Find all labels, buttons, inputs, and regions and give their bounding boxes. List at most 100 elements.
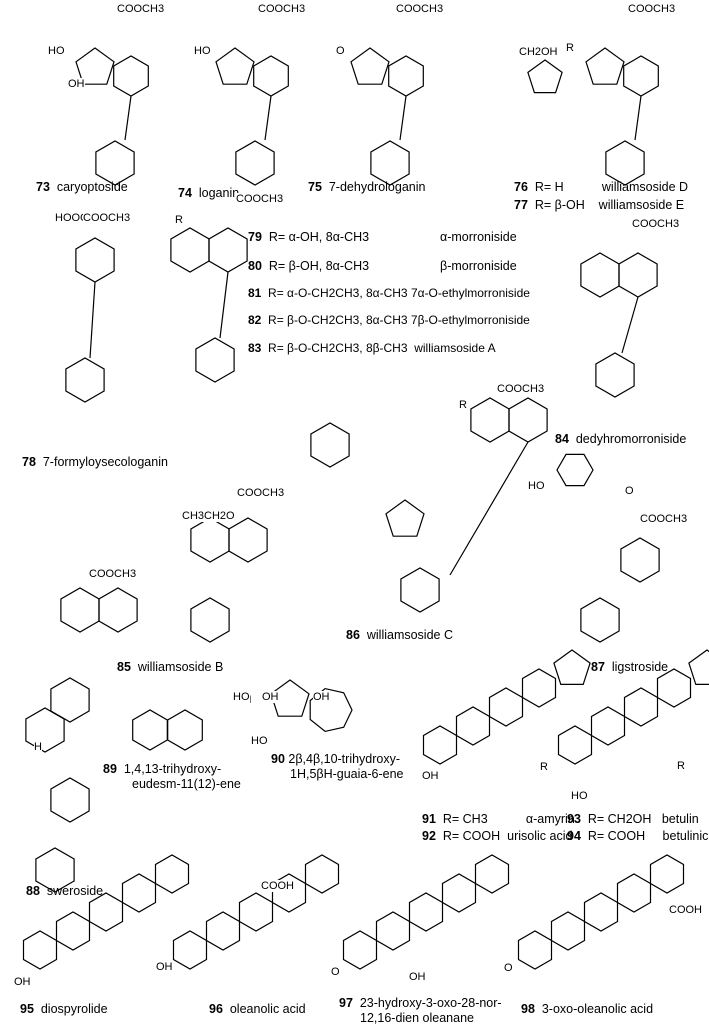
compound-r-group: R= β-O-CH2CH3, 8β-CH3: [268, 341, 408, 355]
name-97-line2: 12,16-dien oleanane: [360, 1011, 474, 1025]
compound-r-group: R= α-O-CH2CH3, 8α-CH3: [268, 286, 408, 300]
compound-number: 80: [248, 259, 262, 273]
compound-name: ligstroside: [611, 660, 669, 674]
cyclohexane-ring: [172, 930, 208, 970]
label-96: 96 oleanolic acid: [209, 1002, 306, 1016]
compound-r-group: R= H: [534, 180, 564, 194]
dihydropyran-ring: [75, 237, 115, 283]
dihydropyran-ring: [620, 537, 660, 583]
label-85: 85 williamsoside B: [117, 660, 223, 674]
glycosidic-bond: [449, 441, 529, 576]
compound-number: 97: [339, 996, 353, 1010]
dihydropyran-ring: [508, 397, 548, 443]
glycosidic-bond: [264, 95, 272, 141]
cyclohexane-ring: [132, 709, 168, 751]
pyran-ring: [170, 227, 210, 273]
cyclohexane-ring: [441, 873, 477, 913]
cyclohexane-ring: [375, 911, 411, 951]
atom-label-ho: HO: [194, 45, 211, 57]
label-79: 79 R= α-OH, 8α-CH3: [248, 230, 369, 244]
glucose-ring: [95, 140, 135, 186]
pyran-ring: [470, 397, 510, 443]
lactone-ring: [25, 707, 65, 753]
dihydropyran-ring: [60, 587, 100, 633]
label-97: 97 23-hydroxy-3-oxo-28-nor-: [339, 996, 502, 1010]
name-90-line2: 1H,5βH-guaia-6-ene: [290, 767, 404, 781]
compound-name: 3-oxo-oleanolic acid: [541, 1002, 654, 1016]
label-91: 91 R= CH3 α-amyrin: [422, 812, 575, 826]
compound-number: 82: [248, 313, 262, 327]
label-87: 87 ligstroside: [591, 660, 668, 674]
atom-label-r: R: [459, 399, 467, 411]
compound-number: 90: [271, 752, 285, 766]
compound-name: williamsoside A: [414, 341, 496, 355]
fructose-ring: [385, 499, 425, 537]
cyclopentane-ring: [585, 47, 625, 85]
glycosidic-bond: [621, 296, 639, 354]
atom-label-o: O: [336, 45, 345, 57]
dihydropyran-ring: [208, 227, 248, 273]
atom-label-ch3ch2o: CH3CH2O: [182, 510, 235, 522]
cyclohexane-ring: [205, 911, 241, 951]
atom-label-o: O: [504, 962, 513, 974]
compound-number: 78: [22, 455, 36, 469]
compound-name: caryoptoside: [56, 180, 128, 194]
compound-number: 92: [422, 829, 436, 843]
compound-name: dedyhromorroniside: [575, 432, 687, 446]
cyclohexane-ring: [649, 854, 685, 894]
cyclohexane-ring: [474, 854, 510, 894]
compound-number: 88: [26, 884, 40, 898]
cyclohexane-ring: [422, 725, 458, 765]
compound-r-group: R= CH3: [442, 812, 488, 826]
furanose-ring: [527, 59, 563, 94]
compound-name: diospyrolide: [40, 1002, 108, 1016]
atom-label-o: O: [331, 966, 340, 978]
label-73: 73 caryoptoside: [36, 180, 128, 194]
compound-number: 77: [514, 198, 528, 212]
atom-label-cooch3: COOCH3: [258, 3, 306, 15]
label-92: 92 R= COOH urisolic acid: [422, 829, 572, 843]
atom-label-oh: OH: [313, 691, 330, 703]
atom-label-r: R: [540, 761, 548, 773]
cyclohexane-ring: [304, 854, 340, 894]
label-84: 84 dedyhromorroniside: [555, 432, 686, 446]
dihydropyran-ring: [618, 252, 658, 298]
glucose-ring: [50, 677, 90, 723]
compound-r-group: R= COOH: [442, 829, 501, 843]
name-79: α-morroniside: [440, 230, 517, 244]
label-90: 90 2β,4β,10-trihydroxy-: [271, 752, 400, 766]
phenyl-ring: [556, 453, 594, 487]
cyclohexane-ring: [656, 668, 692, 708]
label-93: 93 R= CH2OH betulin: [567, 812, 699, 826]
atom-label-oh: OH: [68, 78, 85, 90]
atom-label-o: O: [625, 485, 634, 497]
cyclohexane-ring: [55, 911, 91, 951]
label-82: 82 R= β-O-CH2CH3, 8α-CH3 7β-O-ethylmorro…: [248, 313, 530, 327]
pyran-ring: [98, 587, 138, 633]
compound-name: urisolic acid: [507, 829, 573, 843]
glycosidic-bond: [634, 95, 642, 141]
glucose-ring: [580, 597, 620, 643]
atom-label-r: R: [677, 760, 685, 772]
dihydropyran-ring: [228, 517, 268, 563]
cyclohexane-ring: [121, 873, 157, 913]
cyclopentane-ring: [215, 47, 255, 85]
terminal-ring: [553, 649, 591, 686]
cyclohexane-ring: [590, 706, 626, 746]
compound-number: 89: [103, 762, 117, 776]
cyclohexane-ring: [550, 911, 586, 951]
label-94: 94 R= COOH betulinic acid: [567, 829, 709, 843]
compound-r-group: R= β-OH, 8α-CH3: [268, 259, 370, 273]
glycosidic-bond: [89, 281, 96, 359]
glucose-ring: [195, 337, 235, 383]
label-95: 95 diospyrolide: [20, 1002, 108, 1016]
terminal-ring: [688, 649, 709, 686]
compound-name: 23-hydroxy-3-oxo-28-nor-: [359, 996, 502, 1010]
label-77: 77 R= β-OH williamsoside E: [514, 198, 684, 212]
label-88: 88 sweroside: [26, 884, 103, 898]
dihydropyran-ring: [388, 55, 424, 97]
compound-name: williamsoside D: [601, 180, 689, 194]
compound-number: 76: [514, 180, 528, 194]
compound-number: 95: [20, 1002, 34, 1016]
